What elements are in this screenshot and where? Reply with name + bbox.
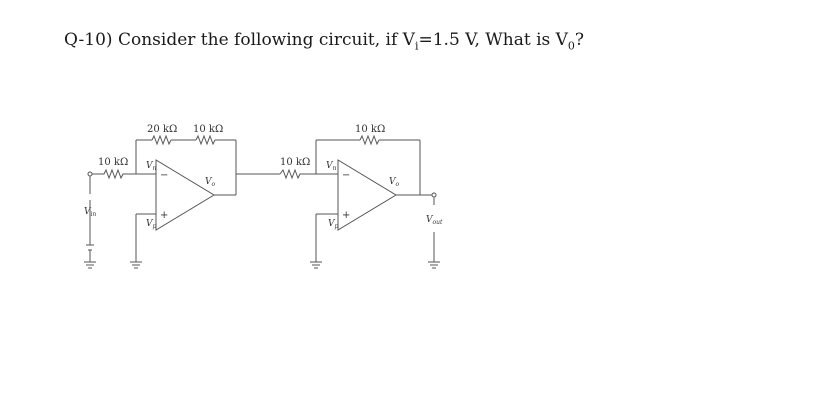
- vi-subscript: i: [414, 39, 419, 53]
- r4-label: 10 kΩ: [280, 157, 310, 168]
- r5-label: 10 kΩ: [355, 124, 385, 135]
- question-middle: =1.5 V, What is V: [418, 30, 568, 50]
- vn-label-1: Vn: [146, 161, 157, 172]
- ground-symbol-output: [428, 258, 440, 269]
- vn-label-2: Vn: [326, 161, 337, 172]
- question-prefix: Q-10) Consider the following circuit, if…: [64, 30, 415, 50]
- opamp1-plus: +: [160, 210, 168, 221]
- vp-label-2: Vp: [328, 219, 339, 230]
- opamp2-minus: −: [342, 170, 350, 181]
- input-terminal: [87, 171, 93, 177]
- question-suffix: ?: [574, 30, 585, 50]
- resistor-r1: [92, 168, 136, 180]
- question-text: Q-10) Consider the following circuit, if…: [64, 30, 584, 52]
- ground-symbol-opamp2: [310, 258, 322, 269]
- vout-label: Vout: [426, 215, 443, 226]
- opamp-2: [337, 159, 397, 231]
- opamp-1: [155, 159, 215, 231]
- vo-label-2: Vo: [389, 177, 400, 188]
- opamp1-minus: −: [160, 170, 168, 181]
- output-terminal: [431, 192, 437, 198]
- resistor-r4: [279, 168, 316, 180]
- r2-label: 20 kΩ: [147, 124, 177, 135]
- r1-label: 10 kΩ: [98, 157, 128, 168]
- r3-label: 10 kΩ: [193, 124, 223, 135]
- ground-symbol-input: [84, 258, 96, 269]
- vin-label: Vin: [84, 207, 96, 218]
- resistor-r3: [195, 134, 216, 146]
- vo-subscript: 0: [567, 39, 575, 53]
- resistor-r2: [151, 134, 172, 146]
- vp-label-1: Vp: [146, 219, 157, 230]
- vo-label-1: Vo: [205, 177, 216, 188]
- opamp2-plus: +: [342, 210, 350, 221]
- ground-symbol-opamp1: [130, 258, 142, 269]
- resistor-r5: [359, 134, 380, 146]
